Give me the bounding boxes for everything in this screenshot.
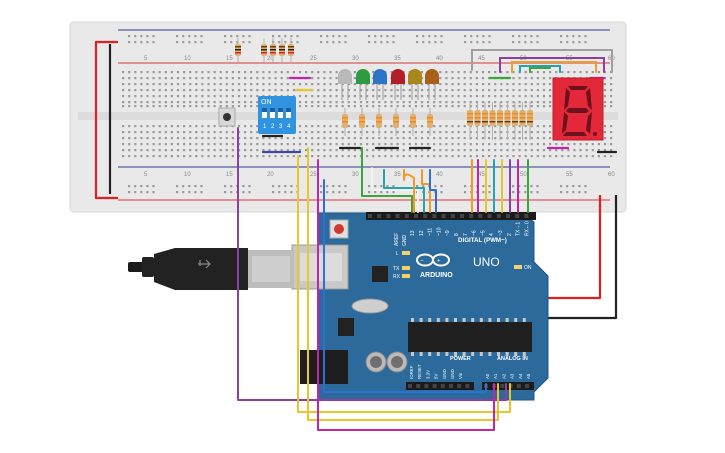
power-pin-label: RESET	[417, 364, 422, 379]
orange-led	[425, 69, 439, 100]
digital-pin-label: ~5	[480, 230, 486, 236]
power-header	[406, 382, 474, 390]
col-number: 5	[144, 56, 148, 62]
brand-label: ARDUINO	[420, 272, 453, 279]
power-pin-label: GND	[450, 369, 455, 379]
led-resistors[interactable]	[342, 108, 433, 136]
analog-pin-label: A3	[510, 373, 515, 379]
col-number: 45	[478, 56, 485, 62]
digital-pin-label: 4	[489, 233, 495, 236]
col-number: 55	[566, 172, 573, 178]
arduino-logo-icon	[416, 253, 450, 267]
col-number: 40	[436, 172, 443, 178]
aref-label: AREF	[394, 233, 400, 246]
on-label: ON	[524, 265, 532, 271]
power-pin-label: 3.3V	[425, 370, 430, 379]
col-number: 30	[352, 56, 359, 62]
digital-pin-label: ~3	[498, 230, 504, 236]
col-number: 10	[184, 56, 191, 62]
col-number: 25	[310, 172, 317, 178]
col-number: 15	[226, 172, 233, 178]
dip-switch-number: 3	[279, 124, 283, 130]
power-pin-label: 5V	[434, 374, 439, 379]
col-number: 5	[144, 172, 148, 178]
col-number: 35	[394, 56, 401, 62]
analog-pin-label: A0	[485, 373, 490, 379]
power-pin-label: Vin	[458, 372, 463, 379]
dip-on-label: ON	[261, 99, 272, 106]
col-number: 15	[226, 56, 233, 62]
resistor	[270, 38, 276, 62]
resistor	[235, 38, 241, 62]
power-header-label: POWER	[450, 356, 471, 362]
digital-pin-label: RX←0	[524, 221, 530, 236]
led-l-label: L	[396, 251, 399, 257]
col-number: 60	[608, 172, 615, 178]
grey-led	[338, 69, 352, 100]
col-number: 30	[352, 172, 359, 178]
tx-label: TX	[393, 266, 400, 272]
col-number: 45	[478, 172, 485, 178]
digital-pin-label: 7	[463, 233, 469, 236]
dip-switch-number: 4	[287, 124, 291, 130]
power-pin-label: IOREF	[409, 365, 414, 379]
digital-pin-label: ~6	[472, 230, 478, 236]
segment-resistors[interactable]	[467, 102, 533, 140]
segment-top-wires[interactable]	[471, 49, 613, 73]
digital-header-label: DIGITAL (PWM~)	[458, 237, 507, 244]
col-number: 25	[310, 56, 317, 62]
svg-text:+: +	[437, 259, 441, 265]
signal-wires[interactable]	[237, 127, 529, 431]
dip-switch-number: 1	[263, 124, 267, 130]
digital-pin-label: ~9	[445, 230, 451, 236]
blue-led	[373, 69, 387, 100]
model-label: UNO	[473, 255, 500, 269]
digital-pin-label: 2	[507, 233, 513, 236]
top-resistors[interactable]	[235, 38, 294, 62]
resistor	[279, 38, 285, 62]
analog-pin-label: A1	[493, 373, 498, 379]
rx-label: RX	[393, 274, 401, 280]
green-led	[356, 69, 370, 100]
analog-pin-label: A2	[501, 373, 506, 379]
digital-pin-label: 8	[454, 233, 460, 236]
analog-pin-label: A4	[518, 373, 523, 379]
col-number: 10	[184, 172, 191, 178]
yellow-led	[408, 69, 422, 100]
resistor	[261, 38, 267, 62]
digital-pin-label: ~10	[436, 227, 442, 236]
analog-pin-label: A5	[526, 373, 531, 379]
dip-switch[interactable]: ON 1 2 3 4	[258, 96, 296, 134]
dip-switch-number: 2	[271, 124, 275, 130]
gnd-label: GND	[402, 235, 408, 247]
analog-header	[482, 382, 534, 390]
svg-text:−: −	[420, 259, 424, 265]
power-pin-label: GND	[442, 369, 447, 379]
breadboard-holes	[122, 35, 613, 194]
col-number: 20	[267, 172, 274, 178]
pushbutton-icon[interactable]	[223, 113, 231, 121]
digital-pin-label: TX→1	[516, 222, 522, 236]
digital-pin-label: 13	[410, 230, 416, 236]
digital-pin-label: ~11	[428, 228, 434, 236]
reset-button-icon[interactable]	[334, 224, 344, 234]
led-row[interactable]	[338, 69, 439, 100]
resistor	[288, 38, 294, 62]
digital-pin-label: 12	[419, 230, 425, 236]
red-led	[391, 69, 405, 100]
col-number: 35	[394, 172, 401, 178]
pushbutton[interactable]	[218, 107, 236, 127]
col-number: 20	[267, 56, 274, 62]
usb-cable-icon	[128, 248, 294, 290]
col-number: 40	[436, 56, 443, 62]
seven-segment-display[interactable]	[552, 77, 604, 141]
col-number: 50	[520, 172, 527, 178]
analog-header-label: ANALOG IN	[497, 356, 528, 362]
